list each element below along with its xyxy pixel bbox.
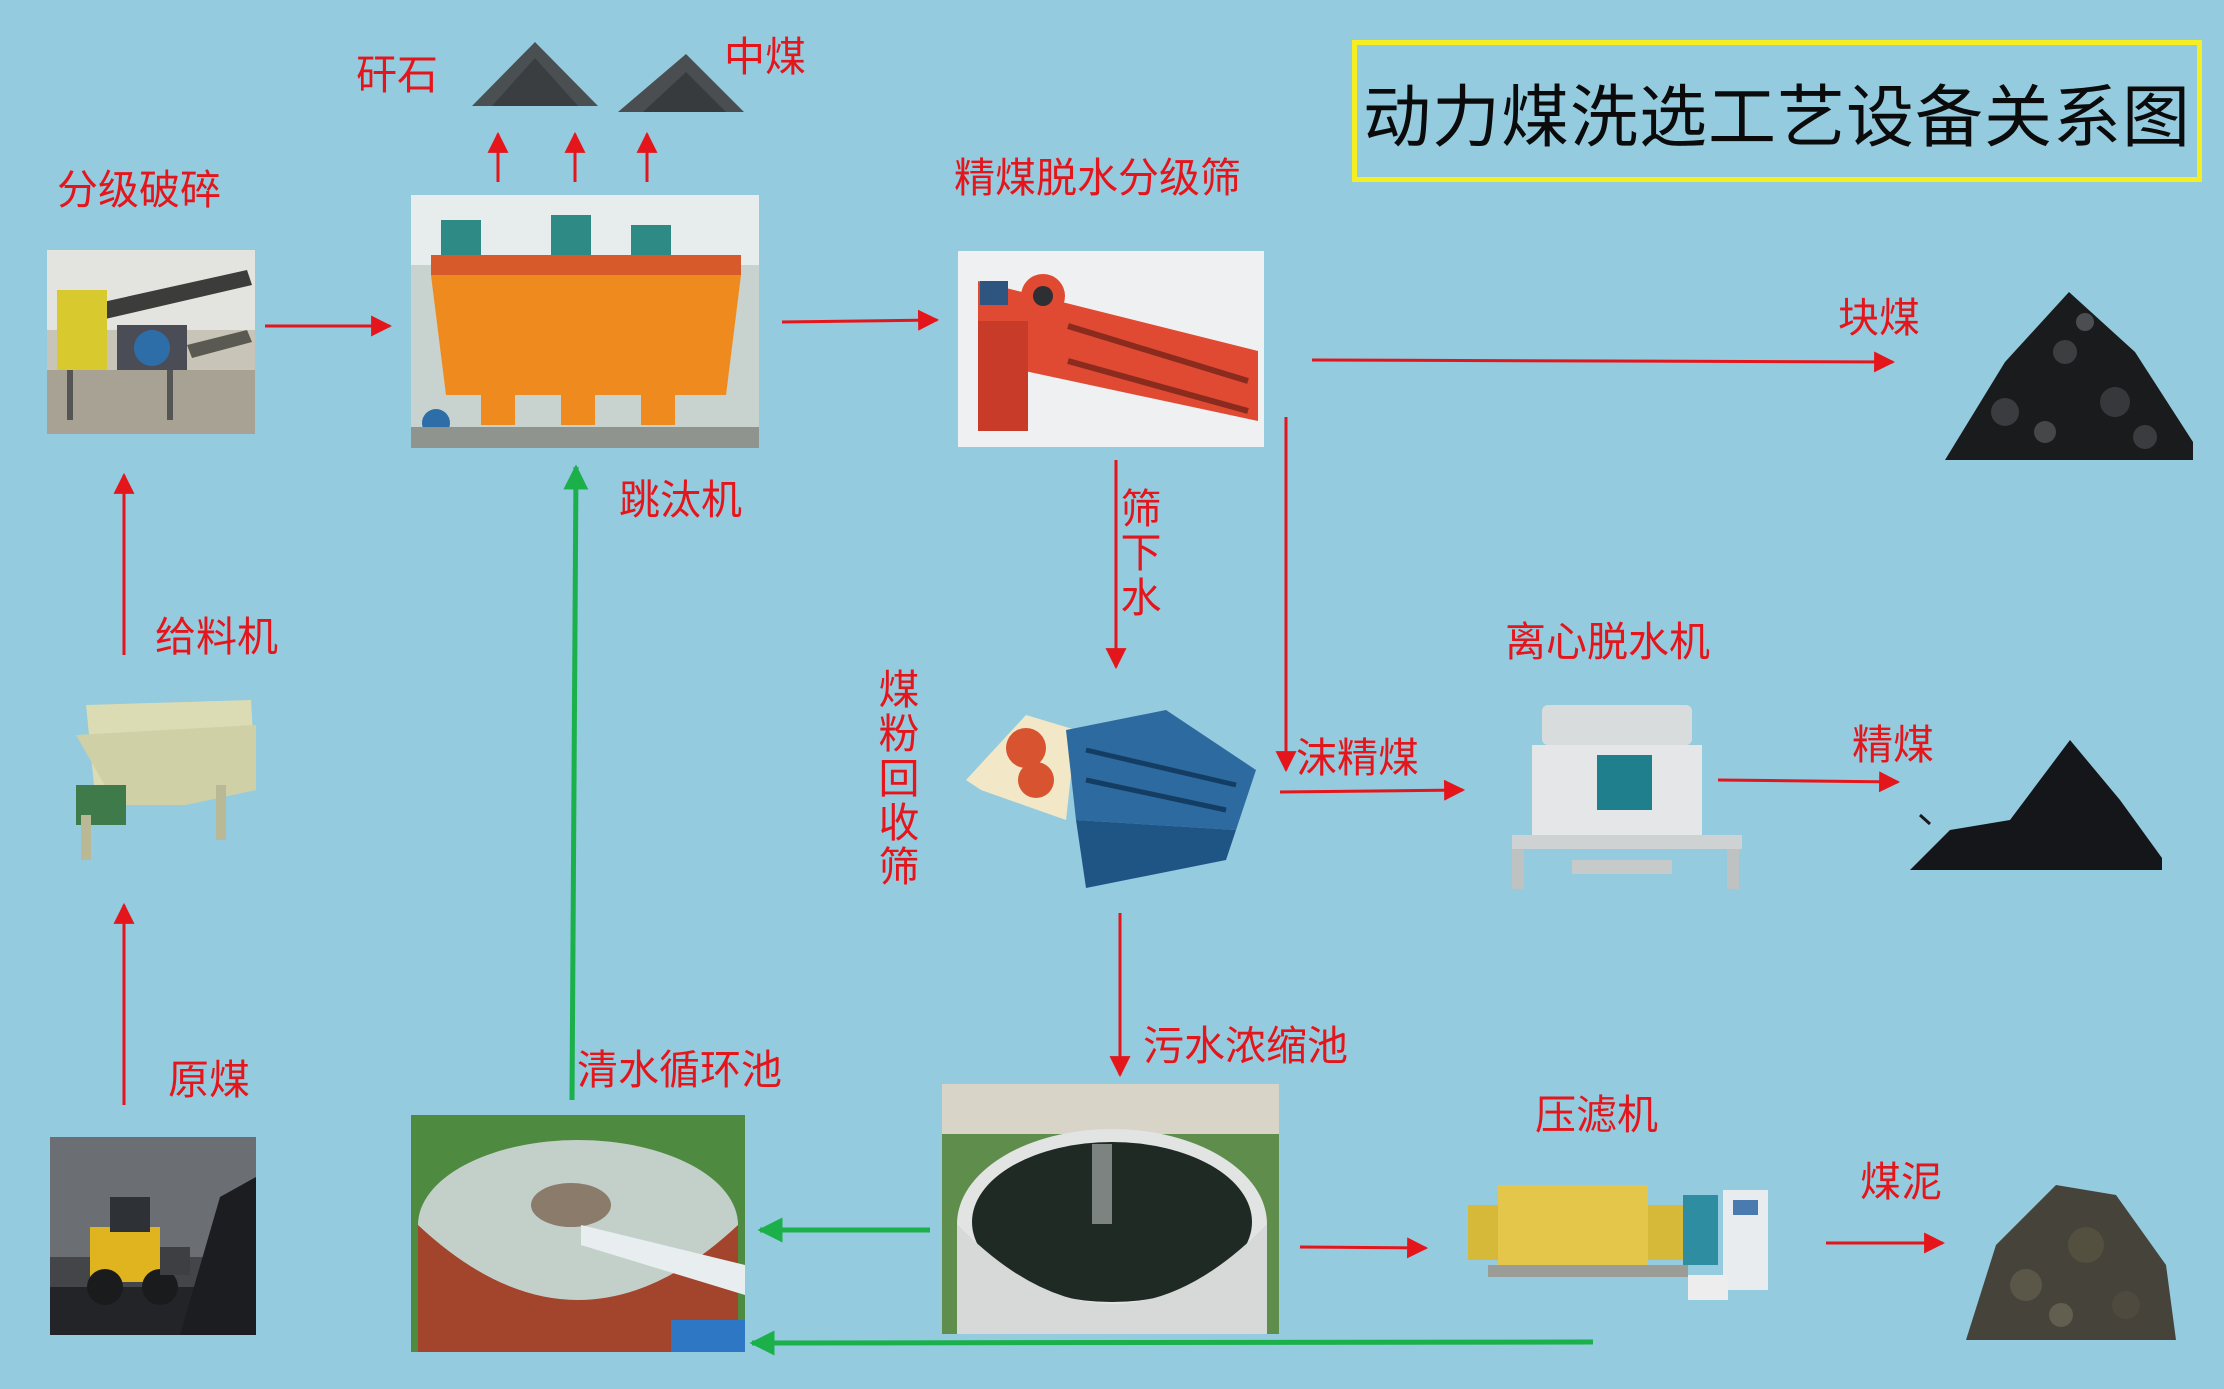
grading-crushing-label: 分级破碎 bbox=[57, 166, 221, 214]
raw-coal-image bbox=[50, 1137, 256, 1335]
jig-label: 跳汰机 bbox=[619, 476, 742, 524]
middling-label: 中煤 bbox=[724, 33, 806, 81]
sewage-thickener-image bbox=[942, 1084, 1279, 1334]
coal-slime-label: 煤泥 bbox=[1860, 1158, 1942, 1206]
thickener-to-press-arrow bbox=[1299, 1237, 1429, 1259]
clear-water-pool-image bbox=[411, 1115, 745, 1352]
lump-coal-image bbox=[1945, 292, 2193, 460]
diagram-title: 动力煤洗选工艺设备关系图 bbox=[1362, 78, 2191, 158]
filter-press-label: 压滤机 bbox=[1535, 1091, 1658, 1139]
feeder-label: 给料机 bbox=[155, 613, 278, 661]
clean-coal-label: 精煤 bbox=[1852, 721, 1934, 769]
pool-to-jig-arrow bbox=[563, 464, 589, 1101]
sewage-thickener-label: 污水浓缩池 bbox=[1143, 1022, 1348, 1070]
red-flow-arrows bbox=[113, 131, 1946, 1259]
feeder-image bbox=[76, 700, 256, 860]
clean-coal-pile-image bbox=[1910, 740, 2162, 870]
raw-coal-label: 原煤 bbox=[168, 1056, 250, 1104]
clean-coal-screen-label: 精煤脱水分级筛 bbox=[954, 154, 1241, 202]
middling-pile-image bbox=[618, 54, 744, 112]
undersize-water-label: 筛下水 bbox=[1120, 485, 1162, 622]
diagram-title-box: 动力煤洗选工艺设备关系图 bbox=[1352, 40, 2202, 182]
lump-coal-label: 块煤 bbox=[1838, 294, 1920, 342]
crusher-image bbox=[47, 250, 255, 434]
recovery-to-centrifuge-arrow bbox=[1279, 779, 1466, 801]
coal-powder-screen-label: 煤粉回收筛 bbox=[878, 666, 920, 892]
centrifuge-image bbox=[1512, 705, 1742, 889]
centrifuge-label: 离心脱水机 bbox=[1505, 618, 1710, 666]
press-to-pool-arrow bbox=[749, 1330, 1594, 1356]
recovery-screen-image bbox=[966, 710, 1256, 888]
gangue-label: 矸石 bbox=[356, 51, 438, 99]
jig-machine-image bbox=[411, 195, 759, 448]
coal-slime-image bbox=[1966, 1185, 2176, 1340]
centrifuge-to-clean-coal-arrow bbox=[1717, 771, 1901, 793]
jig-to-screen-arrow bbox=[781, 309, 940, 331]
filter-press-image bbox=[1468, 1185, 1768, 1300]
froth-clean-coal-label: 沫精煤 bbox=[1296, 734, 1419, 782]
green-water-arrows bbox=[563, 464, 1594, 1356]
clear-water-pool-label: 清水循环池 bbox=[577, 1046, 782, 1094]
dewatering-screen-image bbox=[958, 251, 1264, 447]
screen-to-lump-arrow bbox=[1311, 351, 1896, 373]
gangue-pile-image bbox=[472, 42, 598, 106]
